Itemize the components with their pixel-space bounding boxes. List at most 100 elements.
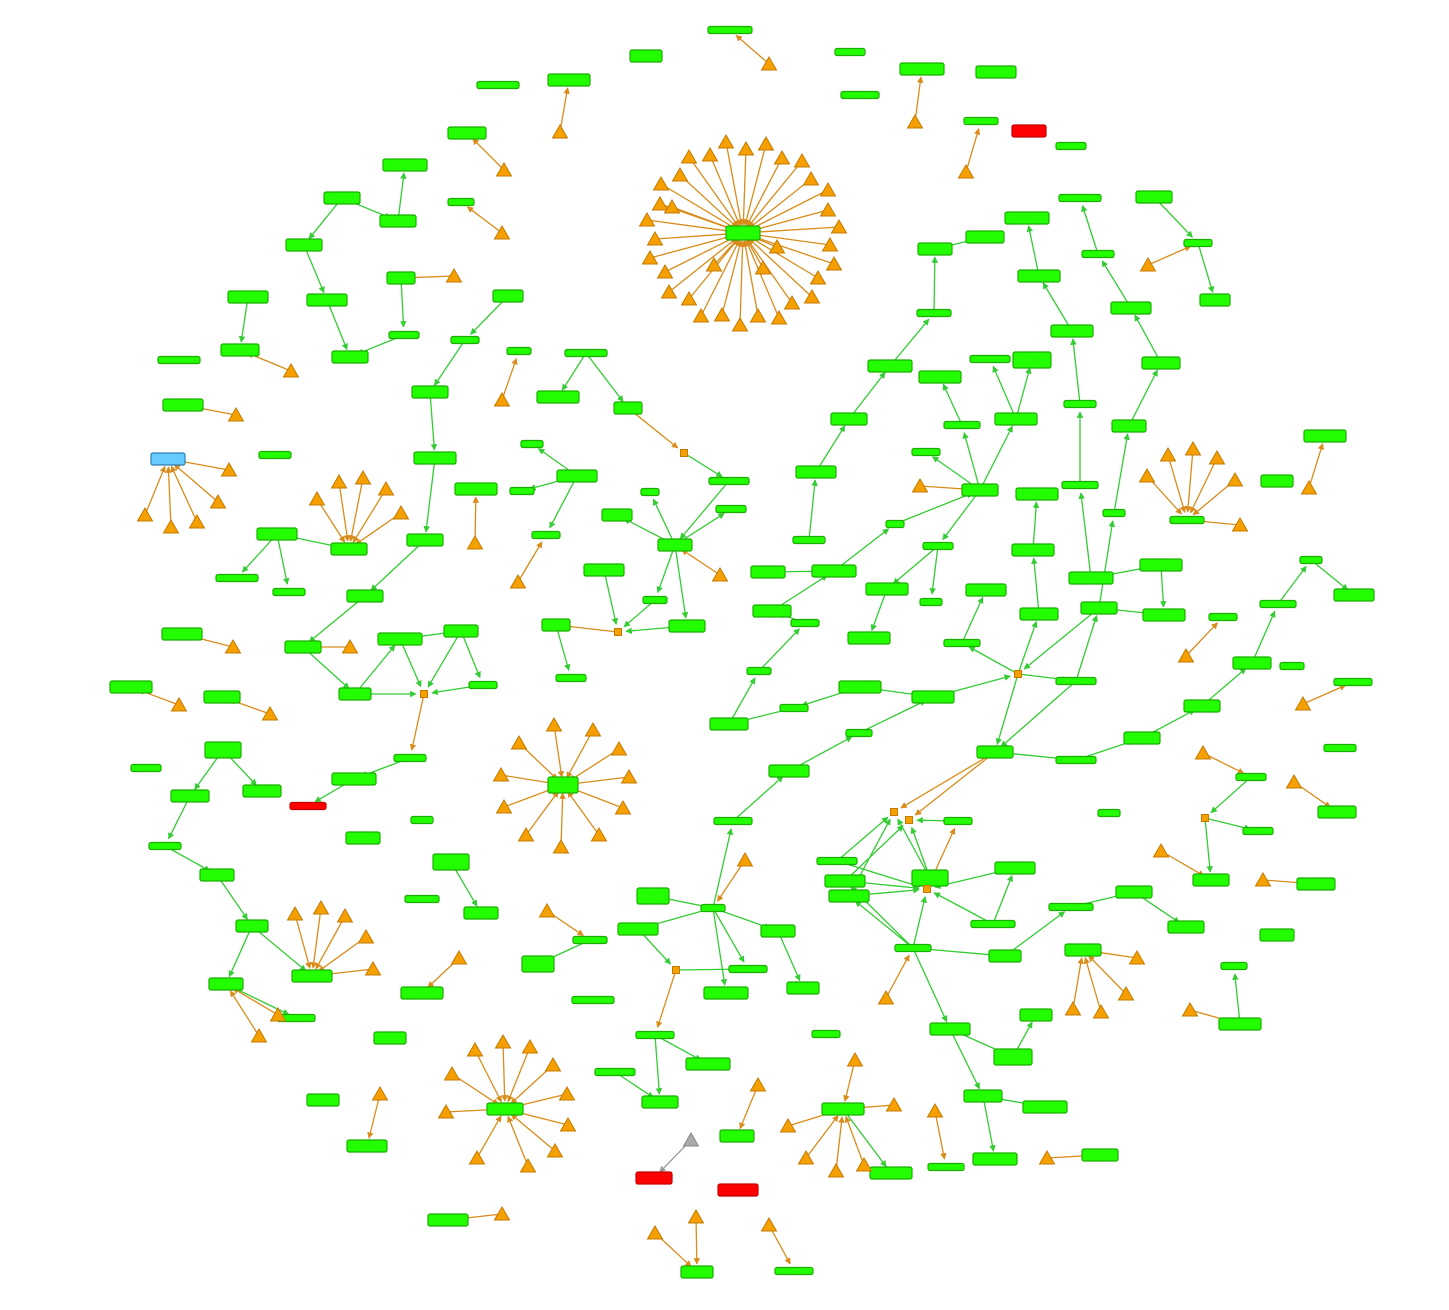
- green-node: [594, 1067, 636, 1077]
- green-node: [703, 986, 749, 1000]
- triangle-node: [250, 1027, 268, 1043]
- green-node: [865, 582, 909, 596]
- triangle-node: [354, 469, 372, 485]
- orange-edge: [165, 466, 172, 528]
- triangle-node: [825, 255, 843, 271]
- green-edge: [276, 533, 290, 585]
- orange-edge: [507, 1046, 531, 1103]
- green-node: [1115, 885, 1153, 899]
- green-node: [700, 903, 726, 913]
- orange-edge: [656, 969, 677, 1029]
- triangle-node: [620, 768, 638, 784]
- triangle-node: [641, 249, 659, 265]
- green-node: [1303, 429, 1347, 443]
- green-node: [157, 355, 201, 365]
- green-node: [556, 469, 598, 483]
- green-edge: [995, 673, 1019, 745]
- green-edge: [931, 256, 939, 314]
- green-node: [373, 1031, 407, 1045]
- triangle-node: [680, 290, 698, 306]
- red-node: [717, 1183, 759, 1197]
- triangle-node: [559, 1116, 577, 1132]
- green-node: [345, 831, 381, 845]
- triangle-node: [651, 195, 669, 211]
- orange-edge: [352, 488, 387, 543]
- green-edge: [654, 1034, 663, 1095]
- orange-edge: [934, 1110, 947, 1160]
- orange-edge: [569, 786, 624, 809]
- orange-edge: [503, 786, 557, 808]
- triangle-node: [466, 1041, 484, 1057]
- green-node: [917, 242, 953, 256]
- triangle-node: [336, 907, 354, 923]
- green-node: [1139, 558, 1183, 572]
- green-edge: [968, 646, 1019, 675]
- green-edge: [1159, 564, 1167, 608]
- green-node: [845, 728, 873, 738]
- green-node: [943, 816, 973, 826]
- green-node: [330, 542, 368, 556]
- orange-edge: [1072, 957, 1084, 1010]
- orange-edge: [367, 1093, 381, 1139]
- triangle-node: [1064, 1000, 1082, 1016]
- green-node: [715, 504, 747, 514]
- green-node: [215, 573, 259, 583]
- orange-edge: [1184, 448, 1194, 513]
- green-edge: [561, 352, 587, 391]
- green-node: [382, 158, 428, 172]
- triangle-node: [926, 1102, 944, 1118]
- green-node: [256, 527, 298, 541]
- green-node: [927, 1162, 965, 1172]
- triangle-node: [1194, 744, 1212, 760]
- green-node: [994, 861, 1036, 875]
- green-node: [1192, 873, 1230, 887]
- triangle-node: [885, 1096, 903, 1112]
- orange-edge: [668, 237, 738, 293]
- green-node: [1019, 607, 1059, 621]
- green-node: [1183, 238, 1213, 248]
- green-edge: [892, 545, 939, 585]
- green-edge: [308, 595, 366, 643]
- green-node: [346, 1139, 388, 1153]
- triangle-node: [1181, 1001, 1199, 1017]
- triangle-node: [855, 1156, 873, 1172]
- triangle-node: [308, 490, 326, 506]
- green-node: [774, 1266, 814, 1276]
- green-node: [454, 482, 498, 496]
- green-edge: [216, 874, 249, 920]
- triangle-node: [687, 1208, 705, 1224]
- triangle-node: [282, 362, 300, 378]
- green-node: [838, 680, 882, 694]
- green-node: [427, 1213, 469, 1227]
- green-node: [750, 565, 786, 579]
- triangle-node: [830, 218, 848, 234]
- triangle-node: [779, 1117, 797, 1133]
- green-edge: [929, 545, 939, 595]
- triangle-node: [552, 838, 570, 854]
- triangle-node: [713, 306, 731, 322]
- triangle-node: [1128, 949, 1146, 965]
- green-node: [1017, 269, 1061, 283]
- green-edge: [836, 860, 920, 888]
- triangle-node: [545, 716, 563, 732]
- orange-edge: [716, 859, 746, 902]
- orange-edge: [746, 239, 764, 269]
- green-node: [476, 80, 520, 90]
- green-node: [790, 618, 820, 628]
- orange-edge: [646, 219, 736, 235]
- orange-edge: [563, 623, 619, 633]
- green-edge: [961, 596, 984, 644]
- green-node: [572, 935, 608, 945]
- orange-edge: [567, 790, 600, 836]
- green-node: [547, 776, 579, 794]
- orange-edge: [1302, 684, 1347, 705]
- green-node: [965, 583, 1007, 597]
- red-node: [635, 1171, 673, 1185]
- green-edge: [167, 795, 191, 840]
- green-node: [1081, 249, 1115, 259]
- orange-edge: [570, 776, 630, 787]
- triangle-node: [783, 294, 801, 310]
- green-node: [571, 995, 615, 1005]
- green-node: [492, 289, 524, 303]
- orange-edge: [510, 1113, 556, 1152]
